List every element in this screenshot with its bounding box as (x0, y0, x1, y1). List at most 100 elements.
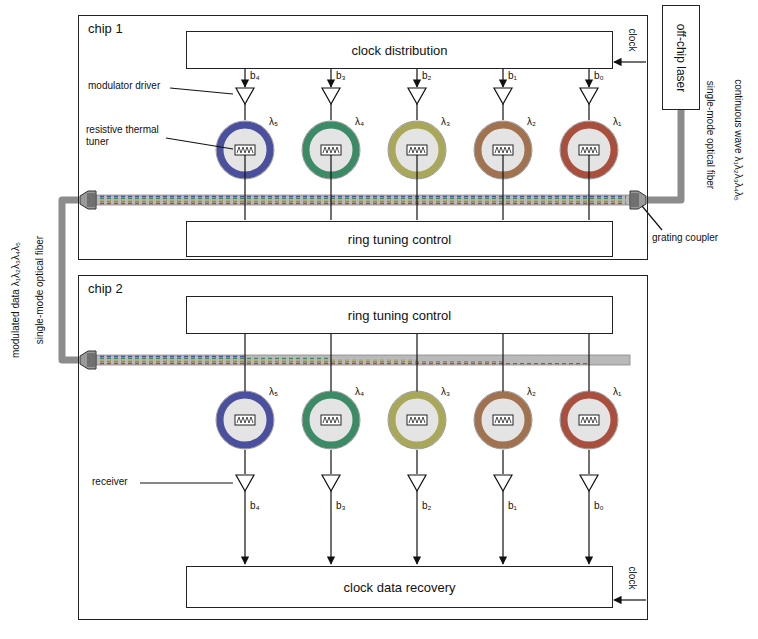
control-block: ring tuning control (186, 221, 613, 257)
chip-outline: chip 1clock distributionring tuning cont… (78, 15, 648, 260)
clock-line (416, 68, 417, 87)
grating-line (90, 193, 91, 207)
wavelength-name: λ₂ (527, 386, 536, 398)
grating-coupler (80, 351, 96, 369)
clock-line (502, 68, 503, 87)
grating-line (634, 193, 635, 207)
tuning-line (416, 155, 417, 220)
leader-line (166, 138, 233, 149)
grating-line (632, 193, 633, 207)
amplifier-symbol (580, 475, 598, 491)
wavelength-signal (100, 203, 626, 204)
amplifier-symbol (408, 88, 426, 104)
wavelength-signal (100, 359, 417, 360)
heater-zigzag (581, 417, 597, 423)
wavelength-signal (100, 199, 626, 200)
resistive-heater (407, 415, 427, 425)
heater-zigzag (323, 417, 339, 423)
drop-line (588, 450, 589, 474)
data-line (330, 491, 331, 564)
amplifier-symbol (494, 475, 512, 491)
ring-outline (216, 391, 274, 449)
heater-zigzag (495, 147, 511, 153)
wavelength-name: λ₅ (269, 386, 278, 398)
waveguide (96, 195, 630, 205)
clock-input (614, 599, 646, 600)
wavelength-signal (100, 363, 589, 364)
tuning-line (588, 155, 589, 220)
grating-coupler (80, 191, 96, 209)
heater-zigzag (409, 417, 425, 423)
grating-line (90, 353, 91, 367)
grating-coupler (80, 351, 96, 369)
grating-line (94, 353, 95, 367)
wavelength-name: λ₁ (613, 386, 621, 398)
signal-name: continuous wave λ₁λ₂λ₃λ₄λ₅ (732, 79, 744, 201)
node-label: chip 2 (88, 281, 123, 296)
grating-line (88, 193, 89, 207)
clock-input (614, 61, 646, 62)
grating-line (88, 353, 89, 367)
amplifier-symbol (236, 475, 254, 491)
resistive-heater (235, 145, 255, 155)
clock-line (588, 68, 589, 87)
ring-outline (302, 391, 360, 449)
clock-line (244, 68, 245, 87)
data-line (244, 491, 245, 564)
signal-name: clock (626, 29, 638, 52)
bit-name: b₃ (336, 500, 346, 512)
wavelength-signal (100, 361, 503, 362)
grating-coupler (630, 191, 646, 209)
bit-name: b₂ (422, 500, 431, 512)
heater-zigzag (323, 147, 339, 153)
grating-line (92, 193, 93, 207)
bit-name: b₃ (336, 70, 346, 82)
heater-zigzag (237, 147, 253, 153)
tuning-line (330, 155, 331, 220)
wavelength-name: λ₄ (355, 116, 364, 128)
part-name: resistive thermal tuner (86, 124, 166, 148)
bit-name: b₁ (508, 500, 517, 512)
data-line (416, 491, 417, 564)
grating-line (92, 353, 93, 367)
ring-modulator (564, 395, 614, 445)
drive-line (416, 104, 417, 120)
resistive-heater (493, 415, 513, 425)
grating-line (94, 193, 95, 207)
wavelength-signal (100, 196, 626, 197)
ring-outline (388, 391, 446, 449)
amplifier-symbol (322, 475, 340, 491)
resistive-heater (321, 145, 341, 155)
drive-line (502, 104, 503, 120)
ring-modulator (478, 395, 528, 445)
wavelength-name: λ₃ (441, 386, 450, 398)
bit-name: b₄ (250, 70, 260, 82)
clock-block: clock data recovery (186, 566, 613, 608)
part-name: receiver (92, 476, 128, 488)
heater-zigzag (495, 417, 511, 423)
leader-line (170, 88, 233, 94)
ring-modulator (392, 395, 442, 445)
node-label: off-chip laser (674, 23, 688, 91)
ring-outline (560, 391, 618, 449)
ring-modulator (220, 395, 270, 445)
wavelength-signal (100, 198, 626, 199)
optical-fiber (648, 110, 681, 200)
waveguide (96, 355, 630, 365)
grating-line (638, 193, 639, 207)
heater-zigzag (581, 147, 597, 153)
grating-line (636, 193, 637, 207)
resistive-heater (579, 415, 599, 425)
part-name: single-mode optical fiber (34, 236, 46, 344)
bit-name: b₂ (422, 70, 431, 82)
data-line (588, 491, 589, 564)
wavelength-name: λ₄ (355, 386, 364, 398)
drive-line (244, 104, 245, 120)
wavelength-signal (100, 356, 245, 357)
data-line (502, 491, 503, 564)
resistive-heater (235, 415, 255, 425)
part-name: single-mode optical fiber (704, 81, 716, 189)
drop-line (416, 450, 417, 474)
